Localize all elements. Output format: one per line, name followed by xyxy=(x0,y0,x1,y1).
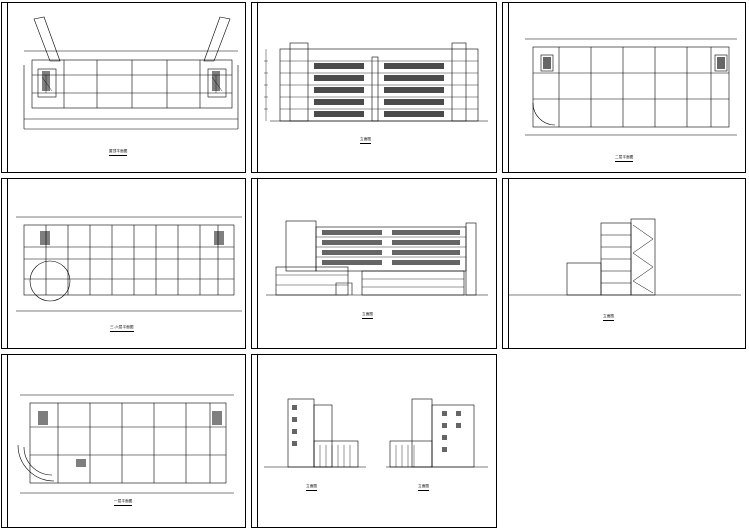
sheet-roof-plan[interactable]: 屋顶平面图 xyxy=(1,2,246,173)
elevation-north-drawing xyxy=(266,220,488,296)
title-block-strip xyxy=(503,3,509,172)
sheet-caption-right: 立面图 xyxy=(418,484,429,491)
plan-floor-1-drawing xyxy=(17,394,234,494)
sheet-caption: 三-六层平面图 xyxy=(110,325,134,332)
title-block-strip xyxy=(2,3,8,172)
elevations-east-west-drawing xyxy=(264,398,488,468)
elevation-south-drawing xyxy=(264,42,488,122)
plan-floor-2-drawing xyxy=(525,38,737,136)
sheet-caption: 二层平面图 xyxy=(615,155,633,162)
sheet-elevation-north[interactable]: 立面图 xyxy=(251,178,497,349)
sheet-plan-floor-3-6[interactable]: 三-六层平面图 xyxy=(1,178,246,349)
sheet-caption: 立面图 xyxy=(362,312,373,319)
title-block-strip xyxy=(2,355,8,527)
sheet-plan-floor-2[interactable]: 二层平面图 xyxy=(502,2,746,173)
sheet-elevations-east-west[interactable]: 立面图 立面图 xyxy=(251,354,497,528)
sheet-caption: 一层平面图 xyxy=(114,499,132,506)
title-block-strip xyxy=(2,179,8,348)
title-block-strip xyxy=(252,3,258,172)
elevation-side-drawing xyxy=(509,218,741,296)
sheet-elevation-south[interactable]: 立面图 xyxy=(251,2,497,173)
sheet-elevation-side[interactable]: 立面图 xyxy=(502,178,746,349)
title-block-strip xyxy=(503,179,509,348)
plan-floor-3-6-drawing xyxy=(16,216,242,312)
sheet-caption-left: 立面图 xyxy=(306,484,317,491)
title-block-strip xyxy=(252,355,258,527)
sheet-caption: 立面图 xyxy=(360,137,371,144)
title-block-strip xyxy=(252,179,258,348)
sheet-caption: 屋顶平面图 xyxy=(109,149,127,156)
sheet-caption: 立面图 xyxy=(603,314,614,321)
sheet-plan-floor-1[interactable]: 一层平面图 xyxy=(1,354,246,528)
roof-plan-drawing xyxy=(23,16,239,130)
